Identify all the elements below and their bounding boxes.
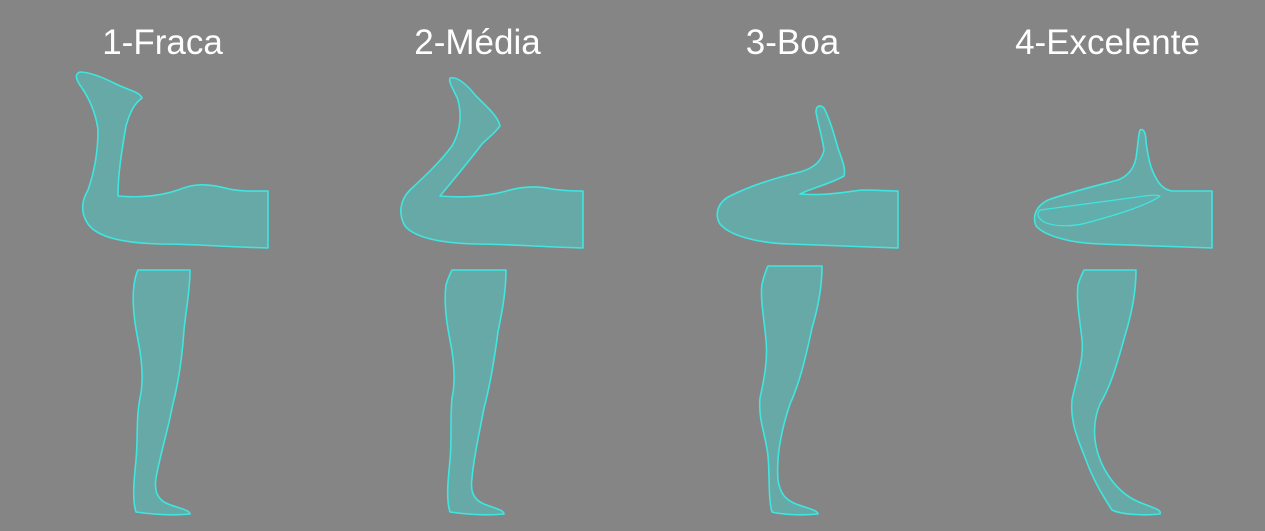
level-2-figure xyxy=(400,76,584,516)
level-4-standing-leg xyxy=(1070,269,1162,516)
level-3-flexed-leg xyxy=(716,105,899,249)
level-4-figure xyxy=(1033,128,1213,516)
level-4-folded-calf xyxy=(1037,194,1161,227)
level-4-flexed-leg xyxy=(1033,128,1213,249)
level-2-flexed-leg xyxy=(400,76,584,249)
level-1-standing-leg xyxy=(132,269,191,516)
level-1-flexed-leg xyxy=(75,71,269,249)
level-2-label: 2-Média xyxy=(414,23,541,62)
level-1-figure xyxy=(75,71,269,516)
level-4-label: 4-Excelente xyxy=(1015,23,1200,62)
level-2-standing-leg xyxy=(444,269,507,516)
level-1-label: 1-Fraca xyxy=(102,23,223,62)
level-3-label: 3-Boa xyxy=(745,23,840,62)
level-3-standing-leg xyxy=(758,265,823,516)
level-3-figure xyxy=(716,105,899,516)
